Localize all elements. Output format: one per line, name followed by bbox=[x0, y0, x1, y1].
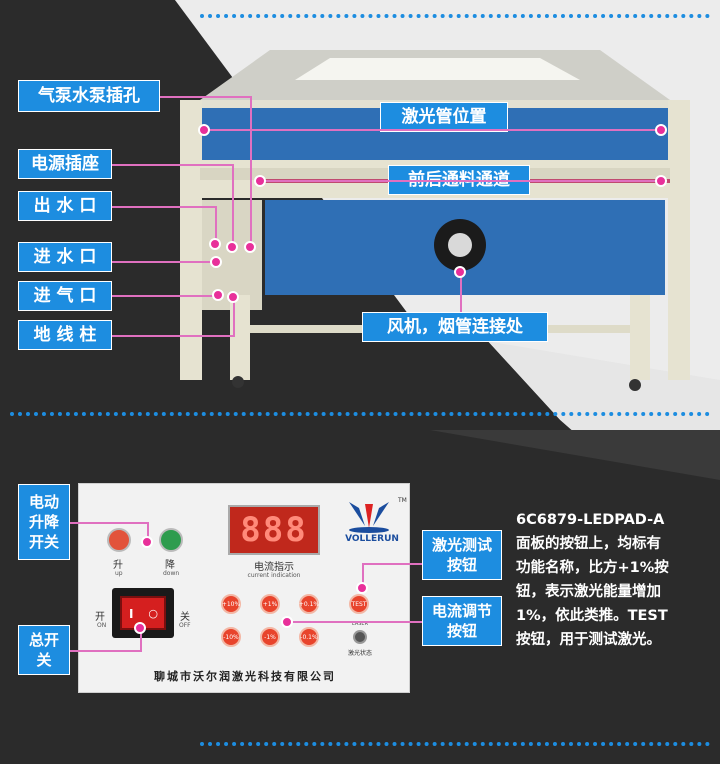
laser-status-label: 激光状态 bbox=[347, 650, 372, 657]
connector-line bbox=[112, 335, 234, 337]
description-line: 功能名称，比方+1%按 bbox=[516, 560, 669, 576]
on-label: 开 bbox=[95, 612, 105, 623]
connector-line bbox=[160, 96, 250, 98]
brand-name: VOLLERUN bbox=[345, 534, 399, 544]
label-water-outlet: 出 水 口 bbox=[18, 191, 112, 221]
laser-machine bbox=[180, 50, 690, 391]
connector-line bbox=[260, 180, 660, 182]
vollerun-logo-icon bbox=[349, 502, 389, 533]
marker-dot bbox=[254, 175, 266, 187]
marker-dot bbox=[356, 582, 368, 594]
led-digits: 888 bbox=[240, 510, 308, 550]
label-power-socket: 电源插座 bbox=[18, 149, 112, 179]
key-plus-1[interactable]: +1% bbox=[260, 594, 280, 614]
power-off-icon: ○ bbox=[148, 607, 158, 620]
description-line: 6C6879-LEDPAD-A bbox=[516, 512, 665, 528]
label-laser-test-key: 激光测试 按钮 bbox=[422, 530, 502, 580]
connector-line bbox=[215, 206, 217, 244]
description-line: 钮，表示激光能量增加 bbox=[516, 584, 661, 600]
connector-line bbox=[287, 621, 422, 623]
label-air-water-pump-socket: 气泵水泵插孔 bbox=[18, 80, 160, 112]
connector-line bbox=[112, 206, 215, 208]
key-test[interactable]: TEST bbox=[349, 594, 369, 614]
laser-status-indicator bbox=[353, 630, 367, 644]
connector-line bbox=[112, 164, 232, 166]
label-laser-tube-position: 激光管位置 bbox=[380, 102, 508, 132]
current-indication-sublabel: current indication bbox=[247, 572, 301, 579]
label-main-switch-text: 总开 关 bbox=[28, 630, 59, 669]
connector-line bbox=[233, 297, 235, 337]
description-line: 按钮，用于测试激光。 bbox=[516, 632, 661, 648]
marker-dot bbox=[226, 241, 238, 253]
connector-line bbox=[362, 563, 422, 565]
description-line: 1%，依此类推。TEST bbox=[516, 608, 668, 624]
marker-dot bbox=[212, 289, 224, 301]
down-label: 降 bbox=[165, 560, 175, 571]
label-water-inlet: 进 水 口 bbox=[18, 242, 112, 272]
laser-status-sublabel: LASER bbox=[351, 621, 369, 627]
up-sublabel: up bbox=[115, 570, 123, 577]
up-label: 升 bbox=[113, 560, 123, 571]
connector-line bbox=[460, 274, 462, 312]
label-laser-test-key-text: 激光测试 按钮 bbox=[431, 535, 492, 574]
key-minus-1[interactable]: -1% bbox=[260, 627, 280, 647]
connector-line bbox=[70, 522, 148, 524]
bottom-separator bbox=[200, 742, 710, 746]
connector-line bbox=[250, 96, 252, 246]
description-line: 面板的按钮上，均标有 bbox=[516, 536, 661, 552]
marker-dot bbox=[454, 266, 466, 278]
key-plus-10[interactable]: +10% bbox=[221, 594, 241, 614]
label-motor-lift-switch-text: 电动 升降 开关 bbox=[28, 492, 59, 552]
label-current-adjust-key: 电流调节 按钮 bbox=[422, 596, 502, 646]
marker-dot bbox=[198, 124, 210, 136]
label-current-adjust-key-text: 电流调节 按钮 bbox=[431, 601, 492, 640]
down-sublabel: down bbox=[163, 570, 180, 577]
connector-line bbox=[140, 628, 142, 652]
current-indication-label: 电流指示 bbox=[254, 562, 294, 573]
key-minus-10[interactable]: -10% bbox=[221, 627, 241, 647]
led-display: 888 bbox=[228, 505, 320, 555]
label-main-switch: 总开 关 bbox=[18, 625, 70, 675]
power-mark-icon: I bbox=[129, 607, 134, 621]
panel-description: 6C6879-LEDPAD-A 面板的按钮上，均标有 功能名称，比方+1%按 钮… bbox=[516, 508, 716, 652]
down-button[interactable] bbox=[159, 528, 183, 552]
connector-line bbox=[205, 129, 661, 131]
connector-line bbox=[362, 563, 364, 591]
on-sublabel: ON bbox=[97, 622, 107, 629]
marker-dot bbox=[655, 124, 667, 136]
trademark: TM bbox=[398, 497, 407, 504]
connector-line bbox=[70, 650, 140, 652]
key-plus-0-1[interactable]: +0.1% bbox=[299, 594, 319, 614]
marker-dot bbox=[209, 238, 221, 250]
middle-separator bbox=[10, 412, 710, 416]
top-separator bbox=[200, 14, 710, 18]
key-minus-0-1[interactable]: -0.1% bbox=[299, 627, 319, 647]
connector-line bbox=[112, 261, 216, 263]
off-sublabel: OFF bbox=[179, 622, 191, 629]
up-button[interactable] bbox=[107, 528, 131, 552]
marker-dot bbox=[210, 256, 222, 268]
connector-line bbox=[112, 295, 218, 297]
label-motor-lift-switch: 电动 升降 开关 bbox=[18, 484, 70, 560]
marker-dot bbox=[244, 241, 256, 253]
marker-dot bbox=[655, 175, 667, 187]
company-name: 聊城市沃尔润激光科技有限公司 bbox=[154, 670, 336, 683]
connector-line bbox=[147, 522, 149, 542]
marker-dot bbox=[227, 291, 239, 303]
marker-dot bbox=[141, 536, 153, 548]
label-air-inlet: 进 气 口 bbox=[18, 281, 112, 311]
label-ground-post: 地 线 柱 bbox=[18, 320, 112, 350]
marker-dot bbox=[281, 616, 293, 628]
connector-line bbox=[232, 164, 234, 246]
marker-dot bbox=[134, 622, 146, 634]
label-fan-connection: 风机，烟管连接处 bbox=[362, 312, 548, 342]
off-label: 关 bbox=[180, 612, 190, 623]
